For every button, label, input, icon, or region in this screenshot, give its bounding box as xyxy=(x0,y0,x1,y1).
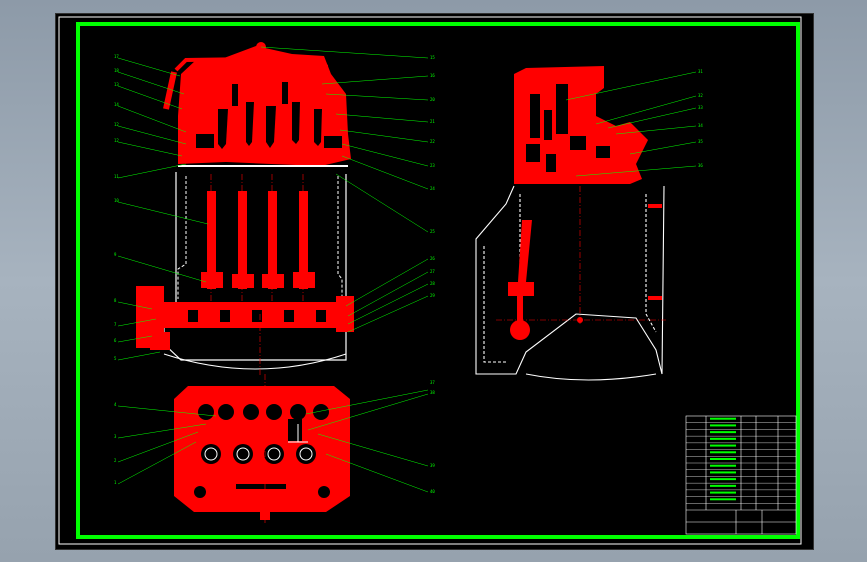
plan-view xyxy=(117,374,429,524)
callout-label: 39 xyxy=(430,463,435,468)
callout-label: 6 xyxy=(114,338,117,343)
callout-label: 33 xyxy=(698,105,703,110)
title-block-text xyxy=(710,458,736,460)
outer-border xyxy=(58,16,802,545)
callout-label: 15 xyxy=(430,55,435,60)
callout-label: 20 xyxy=(430,97,435,102)
title-block-text xyxy=(710,451,736,454)
callout-label: 34 xyxy=(698,123,703,128)
callout-label: 37 xyxy=(430,380,435,385)
callout-labels: 1718131412121110987651516202122232425262… xyxy=(114,54,703,494)
callout-label: 35 xyxy=(698,139,703,144)
callout-label: 17 xyxy=(114,54,119,59)
callout-label: 24 xyxy=(430,186,435,191)
callout-label: 21 xyxy=(430,119,435,124)
callout-label: 13 xyxy=(114,82,119,87)
callout-label: 32 xyxy=(698,93,703,98)
title-block xyxy=(685,415,797,535)
callout-label: 9 xyxy=(114,252,117,257)
callout-label: 26 xyxy=(430,256,435,261)
callout-label: 1 xyxy=(114,480,117,485)
callout-label: 8 xyxy=(114,298,117,303)
callout-label: 3 xyxy=(114,434,117,439)
callout-label: 5 xyxy=(114,356,117,361)
callout-label: 11 xyxy=(114,174,119,179)
title-block-text xyxy=(710,484,736,487)
callout-label: 14 xyxy=(114,102,119,107)
engine-assembly-drawing: 1718131412121110987651516202122232425262… xyxy=(58,16,802,545)
title-block-text xyxy=(710,444,736,447)
title-block-rows xyxy=(686,417,796,504)
title-block-text xyxy=(710,437,736,440)
callout-label: 23 xyxy=(430,163,435,168)
callout-label: 12 xyxy=(114,138,119,143)
callout-label: 28 xyxy=(430,281,435,286)
callout-label: 40 xyxy=(430,489,435,494)
callout-label: 29 xyxy=(430,293,435,298)
callout-label: 7 xyxy=(114,322,117,327)
callout-label: 31 xyxy=(698,69,703,74)
callout-label: 22 xyxy=(430,139,435,144)
title-block-text xyxy=(710,424,736,427)
callout-label: 12 xyxy=(114,122,119,127)
side-section-view xyxy=(475,66,697,381)
title-block-text xyxy=(710,417,736,420)
title-block-text xyxy=(710,478,736,481)
callout-label: 4 xyxy=(114,402,117,407)
title-block-text xyxy=(710,464,736,467)
title-block-text xyxy=(710,498,736,501)
callout-label: 18 xyxy=(114,68,119,73)
callout-label: 25 xyxy=(430,229,435,234)
title-block-text xyxy=(710,491,736,494)
front-section-view xyxy=(117,42,429,376)
callout-label: 38 xyxy=(430,390,435,395)
callout-label: 36 xyxy=(698,163,703,168)
callout-label: 16 xyxy=(430,73,435,78)
callout-label: 27 xyxy=(430,269,435,274)
callout-label: 2 xyxy=(114,458,117,463)
title-block-text xyxy=(710,431,736,434)
title-block-text xyxy=(710,471,736,474)
callout-label: 10 xyxy=(114,198,119,203)
drawing-frame xyxy=(76,22,800,539)
